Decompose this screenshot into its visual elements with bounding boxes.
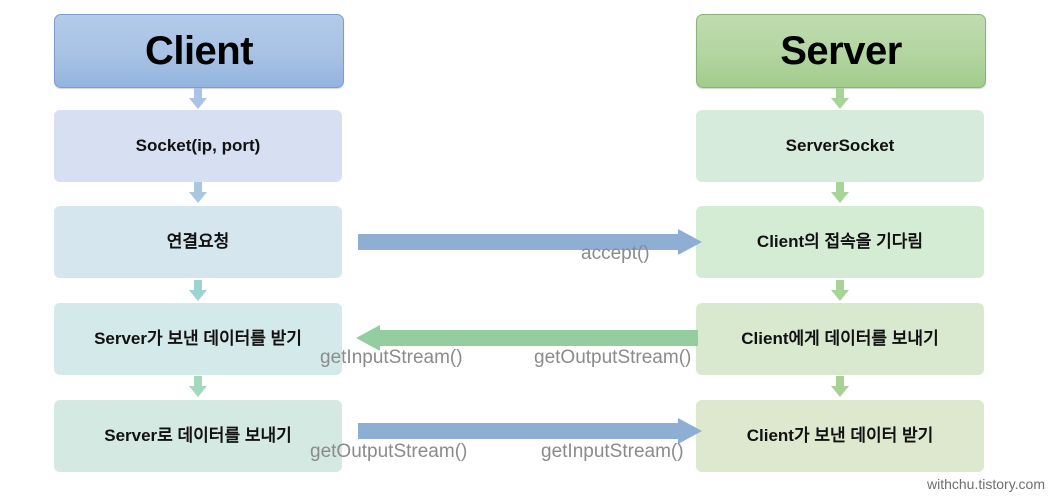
client-step-receive-data: Server가 보낸 데이터를 받기 bbox=[54, 303, 342, 375]
server-step-serversocket: ServerSocket bbox=[696, 110, 984, 182]
column-header-client: Client bbox=[54, 14, 344, 88]
client-connector-arrow-1 bbox=[189, 88, 207, 110]
label-get-output-stream-client: getOutputStream() bbox=[310, 441, 468, 462]
server-step-wait-connection: Client의 접속을 기다림 bbox=[696, 206, 984, 278]
client-connector-arrow-4 bbox=[189, 376, 207, 398]
client-step-connect-request: 연결요청 bbox=[54, 206, 342, 278]
server-connector-arrow-1 bbox=[831, 88, 849, 110]
client-step-socket: Socket(ip, port) bbox=[54, 110, 342, 182]
client-connector-arrow-2 bbox=[189, 182, 207, 204]
message-arrow-client-to-server bbox=[358, 418, 702, 444]
server-connector-arrow-3 bbox=[831, 280, 849, 302]
server-step-receive-data: Client가 보낸 데이터 받기 bbox=[696, 400, 984, 472]
label-get-output-stream-server: getOutputStream() bbox=[534, 347, 692, 368]
label-get-input-stream-client: getInputStream() bbox=[320, 347, 463, 368]
client-step-send-data: Server로 데이터를 보내기 bbox=[54, 400, 342, 472]
server-step-send-data: Client에게 데이터를 보내기 bbox=[696, 303, 984, 375]
column-header-server: Server bbox=[696, 14, 986, 88]
label-get-input-stream-server: getInputStream() bbox=[541, 441, 684, 462]
server-connector-arrow-4 bbox=[831, 376, 849, 398]
server-connector-arrow-2 bbox=[831, 182, 849, 204]
watermark: withchu.tistory.com bbox=[927, 476, 1045, 492]
message-arrow-server-to-client bbox=[356, 325, 698, 351]
message-arrow-accept bbox=[358, 229, 702, 255]
label-accept: accept() bbox=[581, 243, 650, 264]
client-connector-arrow-3 bbox=[189, 280, 207, 302]
